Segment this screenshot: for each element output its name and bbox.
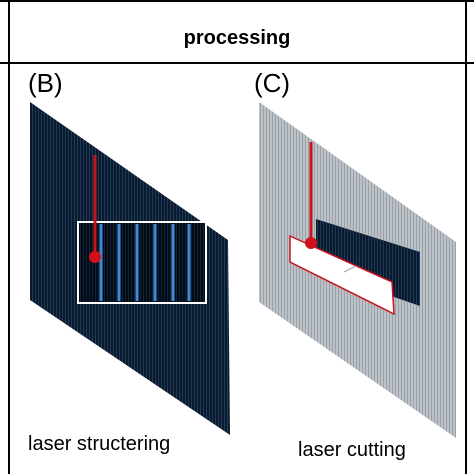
cut-detail-line [343,265,357,273]
panel-b-caption: laser structering [28,433,170,455]
laser-spot [89,251,101,263]
structure-lines [99,224,191,301]
panel-b: (B) laser structering [28,68,230,455]
header-title: processing [184,27,291,49]
panel-c: (C) laser cutting [254,68,456,461]
laser-spot [305,237,317,249]
panel-c-caption: laser cutting [298,439,406,461]
cut-opening [289,234,395,316]
panel-c-label: (C) [254,68,290,98]
panel-b-label: (B) [28,68,63,98]
structured-area-frame [77,221,207,304]
cut-out-strip [316,219,420,306]
